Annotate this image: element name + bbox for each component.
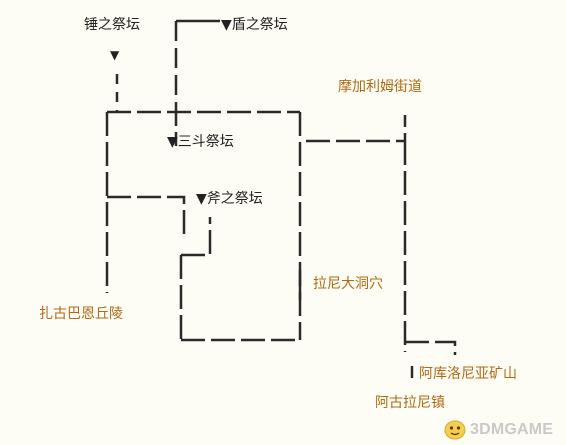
hammer-altar-label: 锤之祭坛	[84, 17, 140, 33]
watermark-text: 3DMGAME	[470, 421, 554, 438]
axe-altar-label: ▼斧之祭坛	[196, 191, 263, 207]
route-segment-mine-branch	[405, 340, 457, 355]
route-segment-inner-connector	[181, 217, 212, 257]
zhagubaen-hills-label: 扎古巴恩丘陵	[39, 306, 123, 322]
lani-cave-label: 拉尼大洞穴	[313, 276, 383, 292]
shield-altar-label: ▼盾之祭坛	[221, 17, 288, 33]
route-segment-axe-branch	[107, 195, 186, 238]
watermark-mascot-icon	[444, 420, 466, 440]
akulonia-mine-label: 阿库洛尼亚矿山	[419, 366, 517, 382]
hammer-altar-marker-icon: ▼	[110, 48, 120, 62]
akulani-town-label: 阿古拉尼镇	[375, 395, 445, 411]
magaliamu-street-label: 摩加利姆街道	[338, 79, 422, 95]
watermark: 3DMGAME	[443, 418, 563, 442]
sandou-altar-label: ▼三斗祭坛	[167, 134, 234, 150]
